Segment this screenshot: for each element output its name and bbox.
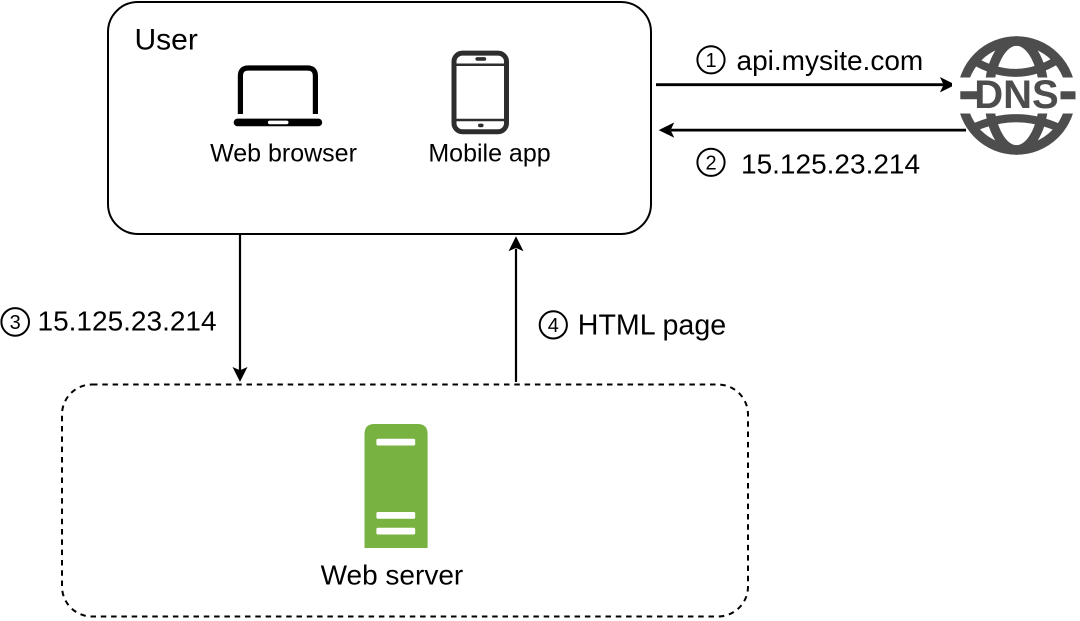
svg-text:DNS: DNS <box>974 73 1058 117</box>
svg-text:HTML page: HTML page <box>578 310 726 342</box>
svg-text:User: User <box>135 24 198 57</box>
svg-text:Mobile app: Mobile app <box>428 140 550 168</box>
svg-text:api.mysite.com: api.mysite.com <box>737 45 924 76</box>
svg-text:1: 1 <box>705 50 716 72</box>
svg-text:Web browser: Web browser <box>210 140 357 168</box>
svg-text:4: 4 <box>548 315 559 337</box>
svg-text:15.125.23.214: 15.125.23.214 <box>38 306 217 337</box>
svg-text:2: 2 <box>705 153 716 175</box>
svg-text:15.125.23.214: 15.125.23.214 <box>741 149 920 180</box>
svg-text:Web server: Web server <box>321 560 464 591</box>
svg-text:3: 3 <box>10 312 21 334</box>
